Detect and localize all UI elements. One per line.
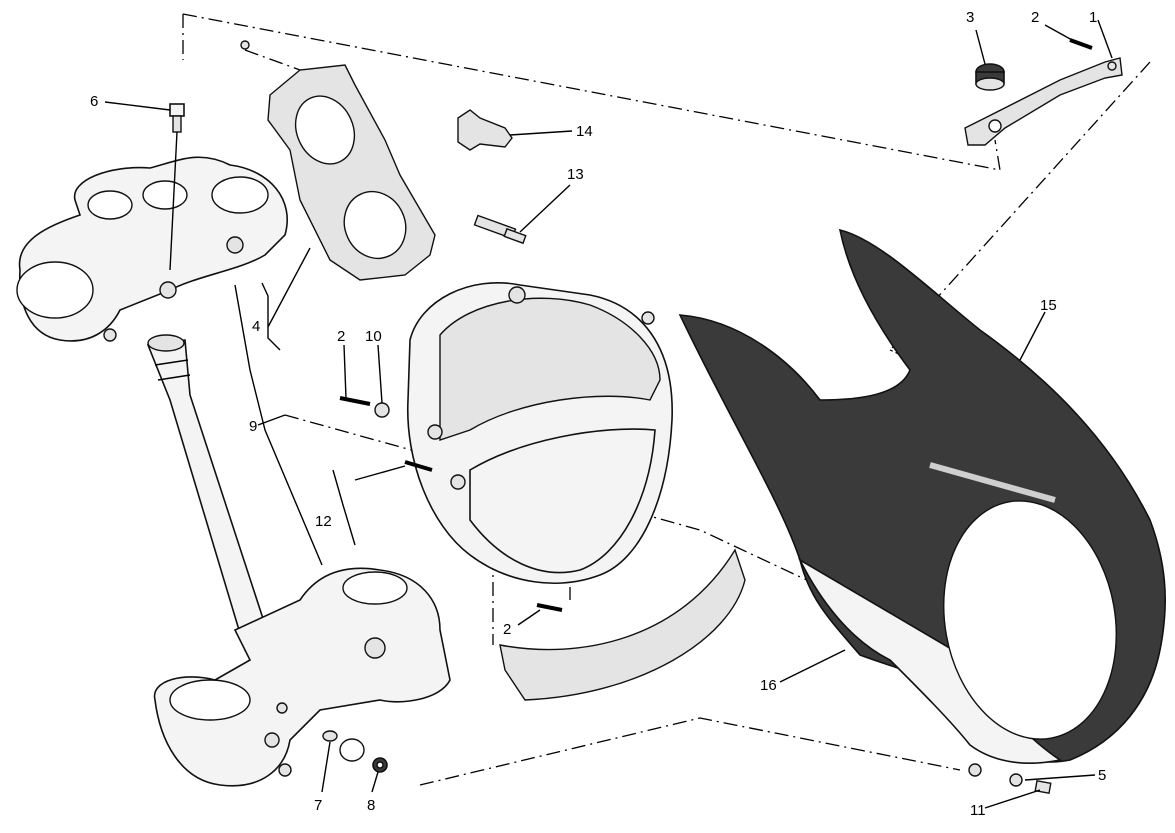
bulb-14	[457, 109, 513, 151]
washer-7	[322, 730, 365, 762]
steering-stem	[146, 334, 271, 652]
callout-labels: 1 2 3 6 14 13 15 4 2 10 9 12 2 16 7 8 5 …	[90, 9, 1106, 819]
headlamp-trim	[499, 548, 746, 701]
callout-16: 16	[760, 677, 777, 694]
callout-11: 11	[970, 802, 986, 819]
spacer-10	[374, 402, 390, 418]
upper-triple-clamp	[16, 156, 288, 342]
callout-15: 15	[1040, 297, 1057, 314]
group-bracket-9	[234, 284, 323, 566]
screw-2-top	[1069, 38, 1093, 50]
callout-13: 13	[567, 166, 584, 183]
callout-4: 4	[252, 318, 260, 335]
callout-2-top: 2	[1031, 9, 1039, 26]
group-bracket-4	[261, 282, 281, 351]
headlamp-bracket	[240, 40, 436, 281]
callout-8: 8	[367, 797, 375, 814]
lower-triple-clamp	[153, 567, 451, 787]
callout-9: 9	[249, 418, 257, 435]
callout-5: 5	[1098, 767, 1106, 784]
callout-14: 14	[576, 123, 593, 140]
callout-3: 3	[966, 9, 974, 26]
screw-2-lower	[536, 603, 563, 612]
upper-bracket	[964, 57, 1123, 146]
callout-6: 6	[90, 93, 98, 110]
nut-8	[372, 757, 388, 773]
headlamp-fairing	[678, 228, 1166, 777]
callout-7: 7	[314, 797, 322, 814]
bulb-13	[473, 214, 527, 245]
callout-10: 10	[365, 328, 382, 345]
callout-2-lower: 2	[503, 621, 511, 638]
group-bracket-12	[332, 469, 356, 546]
bolt-6	[169, 103, 185, 271]
callout-12: 12	[315, 513, 332, 530]
callout-2-center: 2	[337, 328, 345, 345]
screw-2-center	[339, 396, 371, 406]
grommet-3	[975, 63, 1005, 91]
callout-1: 1	[1089, 9, 1097, 26]
screw-12	[404, 460, 433, 472]
headlamp-housing	[406, 281, 673, 584]
washer-5	[1009, 773, 1023, 787]
leader-lines	[104, 19, 1113, 809]
